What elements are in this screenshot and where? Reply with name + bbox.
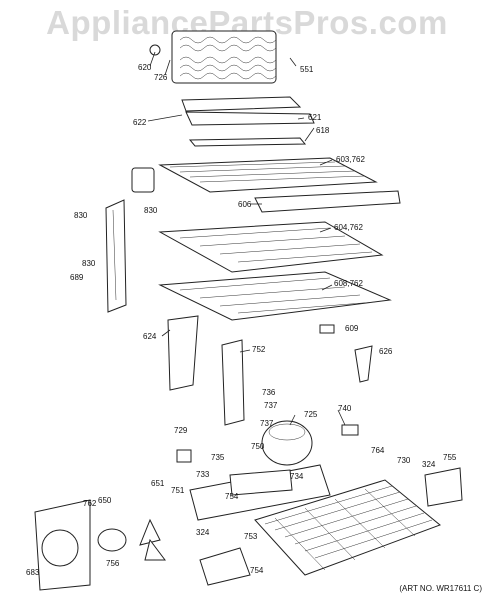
callout-726: 726 [154, 73, 168, 82]
callout-737-a: 737 [264, 401, 278, 410]
callout-736: 736 [262, 388, 276, 397]
callout-752: 752 [252, 345, 266, 354]
callout-324-b: 324 [196, 528, 210, 537]
callout-830-b: 830 [144, 206, 158, 215]
compressor [261, 420, 313, 466]
callout-737-b: 737 [260, 419, 274, 428]
callout-733: 733 [196, 470, 210, 479]
callout-830-c: 830 [82, 259, 96, 268]
callout-650: 650 [98, 496, 112, 505]
callout-735: 735 [211, 453, 225, 462]
callout-626: 626 [379, 347, 393, 356]
callout-762: 762 [83, 499, 97, 508]
evaporator-coil [149, 30, 277, 84]
callout-621: 621 [308, 113, 322, 122]
callout-651: 651 [151, 479, 165, 488]
condenser-coil [254, 479, 441, 576]
callout-689: 689 [70, 273, 84, 282]
bracket-830 [131, 167, 155, 193]
component-740 [341, 424, 359, 436]
callout-608-762: 608,762 [334, 279, 363, 288]
fan-blade [139, 518, 166, 561]
drain-pan [424, 467, 463, 507]
callout-603-762: 603,762 [336, 155, 365, 164]
callout-755: 755 [443, 453, 457, 462]
callout-729: 729 [174, 426, 188, 435]
art-number: (ART NO. WR17611 C) [399, 584, 482, 593]
side-rail [105, 199, 127, 313]
callout-730: 730 [397, 456, 411, 465]
air-duct [167, 315, 199, 391]
callout-609: 609 [345, 324, 359, 333]
callout-754-b: 754 [250, 566, 264, 575]
callout-labels: 620 726 551 622 621 618 603,762 606 830 … [26, 63, 457, 577]
callout-734: 734 [290, 472, 304, 481]
callout-324-a: 324 [422, 460, 436, 469]
component-609 [319, 324, 335, 334]
callout-604-762: 604,762 [334, 223, 363, 232]
fan-motor [97, 528, 127, 552]
callout-725: 725 [304, 410, 318, 419]
base-pan [189, 464, 331, 521]
callout-830-a: 830 [74, 211, 88, 220]
shelf-608 [158, 271, 392, 321]
shelf-603 [158, 157, 378, 193]
callout-622: 622 [133, 118, 147, 127]
relay-729 [176, 449, 192, 463]
callout-756: 756 [106, 559, 120, 568]
callout-683: 683 [26, 568, 40, 577]
callout-753: 753 [244, 532, 258, 541]
callout-750: 750 [251, 442, 265, 451]
heater-626 [354, 345, 373, 383]
callout-620: 620 [138, 63, 152, 72]
callout-764: 764 [371, 446, 385, 455]
tray-754 [199, 547, 251, 586]
leader-lines [147, 51, 346, 426]
shelf-606 [254, 190, 401, 213]
callout-606: 606 [238, 200, 252, 209]
shelf-604 [158, 221, 384, 273]
fan-shroud [34, 499, 91, 591]
bracket-752 [221, 339, 245, 426]
callout-618: 618 [316, 126, 330, 135]
callout-751: 751 [171, 486, 185, 495]
callout-740: 740 [338, 404, 352, 413]
callout-754-a: 754 [225, 492, 239, 501]
evaporator-cover [181, 96, 315, 147]
callout-624: 624 [143, 332, 157, 341]
callout-551: 551 [300, 65, 314, 74]
